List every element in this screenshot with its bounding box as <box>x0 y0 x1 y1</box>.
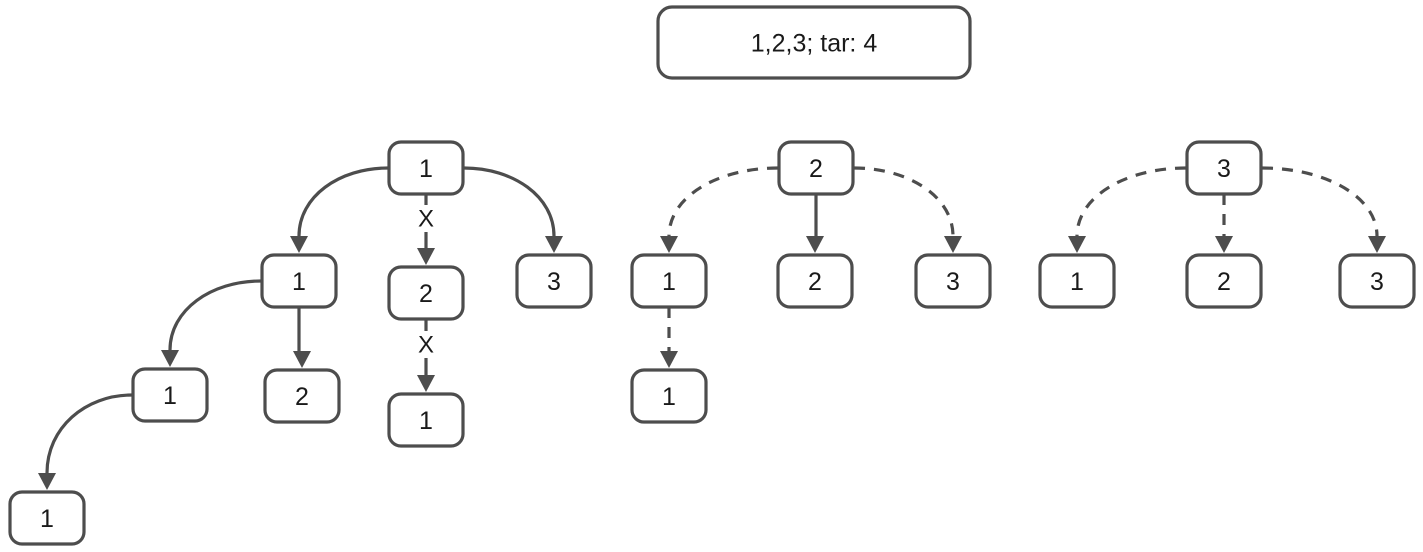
arrow-head-icon <box>161 350 179 367</box>
title-box-group: 1,2,3; tar: 4 <box>656 5 972 80</box>
tree-node[interactable]: 1 <box>630 253 708 309</box>
node-value-label: 2 <box>419 280 433 308</box>
tree-edge <box>1075 166 1187 237</box>
title-text: 1,2,3; tar: 4 <box>751 30 878 58</box>
tree-edge <box>45 393 133 474</box>
node-box[interactable] <box>260 253 338 309</box>
node-box[interactable] <box>777 140 855 196</box>
node-value-label: 1 <box>662 268 676 296</box>
node-box[interactable] <box>387 392 465 448</box>
node-value-label: 2 <box>1217 268 1231 296</box>
node-box[interactable] <box>1338 253 1416 309</box>
tree-edge <box>667 166 779 237</box>
node-value-label: 1 <box>662 383 676 411</box>
node-box[interactable] <box>8 490 86 546</box>
node-value-label: 1 <box>40 505 54 533</box>
tree-node[interactable]: 3 <box>515 253 593 309</box>
tree-node[interactable]: 1 <box>630 368 708 424</box>
node-box[interactable] <box>387 265 465 321</box>
tree-edge <box>297 166 389 237</box>
node-box[interactable] <box>515 253 593 309</box>
tree-node[interactable]: 1 <box>260 253 338 309</box>
arrow-head-icon <box>1215 236 1233 253</box>
node-value-label: 1 <box>1070 268 1084 296</box>
tree-node[interactable]: 3 <box>1338 253 1416 309</box>
node-value-label: 1 <box>419 407 433 435</box>
node-value-label: 3 <box>946 268 960 296</box>
arrow-head-icon <box>806 236 824 253</box>
tree-node[interactable]: 1 <box>1038 253 1116 309</box>
tree-edge <box>1261 166 1379 237</box>
title-box <box>656 5 972 80</box>
tree-node[interactable]: 2 <box>777 140 855 196</box>
tree-node[interactable]: 2 <box>387 265 465 321</box>
tree-node[interactable]: 1 <box>131 367 209 423</box>
node-box[interactable] <box>1038 253 1116 309</box>
arrow-head-icon <box>38 473 56 490</box>
node-box[interactable] <box>1185 253 1263 309</box>
tree-node[interactable]: 2 <box>1185 253 1263 309</box>
node-value-label: 3 <box>547 268 561 296</box>
tree-node[interactable]: 1 <box>387 392 465 448</box>
arrow-head-icon <box>660 236 678 253</box>
arrow-head-icon <box>1068 236 1086 253</box>
edge-label: X <box>418 332 434 359</box>
node-value-label: 3 <box>1217 155 1231 183</box>
node-value-label: 2 <box>295 383 309 411</box>
arrow-head-icon <box>417 248 435 265</box>
node-value-label: 1 <box>163 382 177 410</box>
node-value-label: 3 <box>1370 268 1384 296</box>
node-box[interactable] <box>387 140 465 196</box>
node-box[interactable] <box>630 368 708 424</box>
node-value-label: 1 <box>419 155 433 183</box>
node-box[interactable] <box>914 253 992 309</box>
node-box[interactable] <box>630 253 708 309</box>
node-value-label: 1 <box>292 268 306 296</box>
tree-node[interactable]: 2 <box>263 368 341 424</box>
node-value-label: 2 <box>808 268 822 296</box>
node-box[interactable] <box>1185 140 1263 196</box>
arrow-head-icon <box>417 375 435 392</box>
node-value-label: 2 <box>809 155 823 183</box>
arrow-head-icon <box>290 236 308 253</box>
nodes-group: 1 1 2 3 1 2 1 1 2 1 2 3 1 3 1 2 3 <box>8 140 1416 546</box>
tree-edge <box>463 166 556 237</box>
tree-node[interactable]: 1 <box>387 140 465 196</box>
arrow-head-icon <box>293 351 311 368</box>
edge-label: X <box>418 206 434 233</box>
tree-node[interactable]: 1 <box>8 490 86 546</box>
arrow-head-icon <box>545 236 563 253</box>
tree-node[interactable]: 2 <box>776 253 854 309</box>
arrow-head-icon <box>944 236 962 253</box>
tree-node[interactable]: 3 <box>1185 140 1263 196</box>
arrow-head-icon <box>1368 236 1386 253</box>
tree-node[interactable]: 3 <box>914 253 992 309</box>
arrow-head-icon <box>660 351 678 368</box>
tree-edge <box>168 279 262 351</box>
node-box[interactable] <box>263 368 341 424</box>
node-box[interactable] <box>776 253 854 309</box>
node-box[interactable] <box>131 367 209 423</box>
